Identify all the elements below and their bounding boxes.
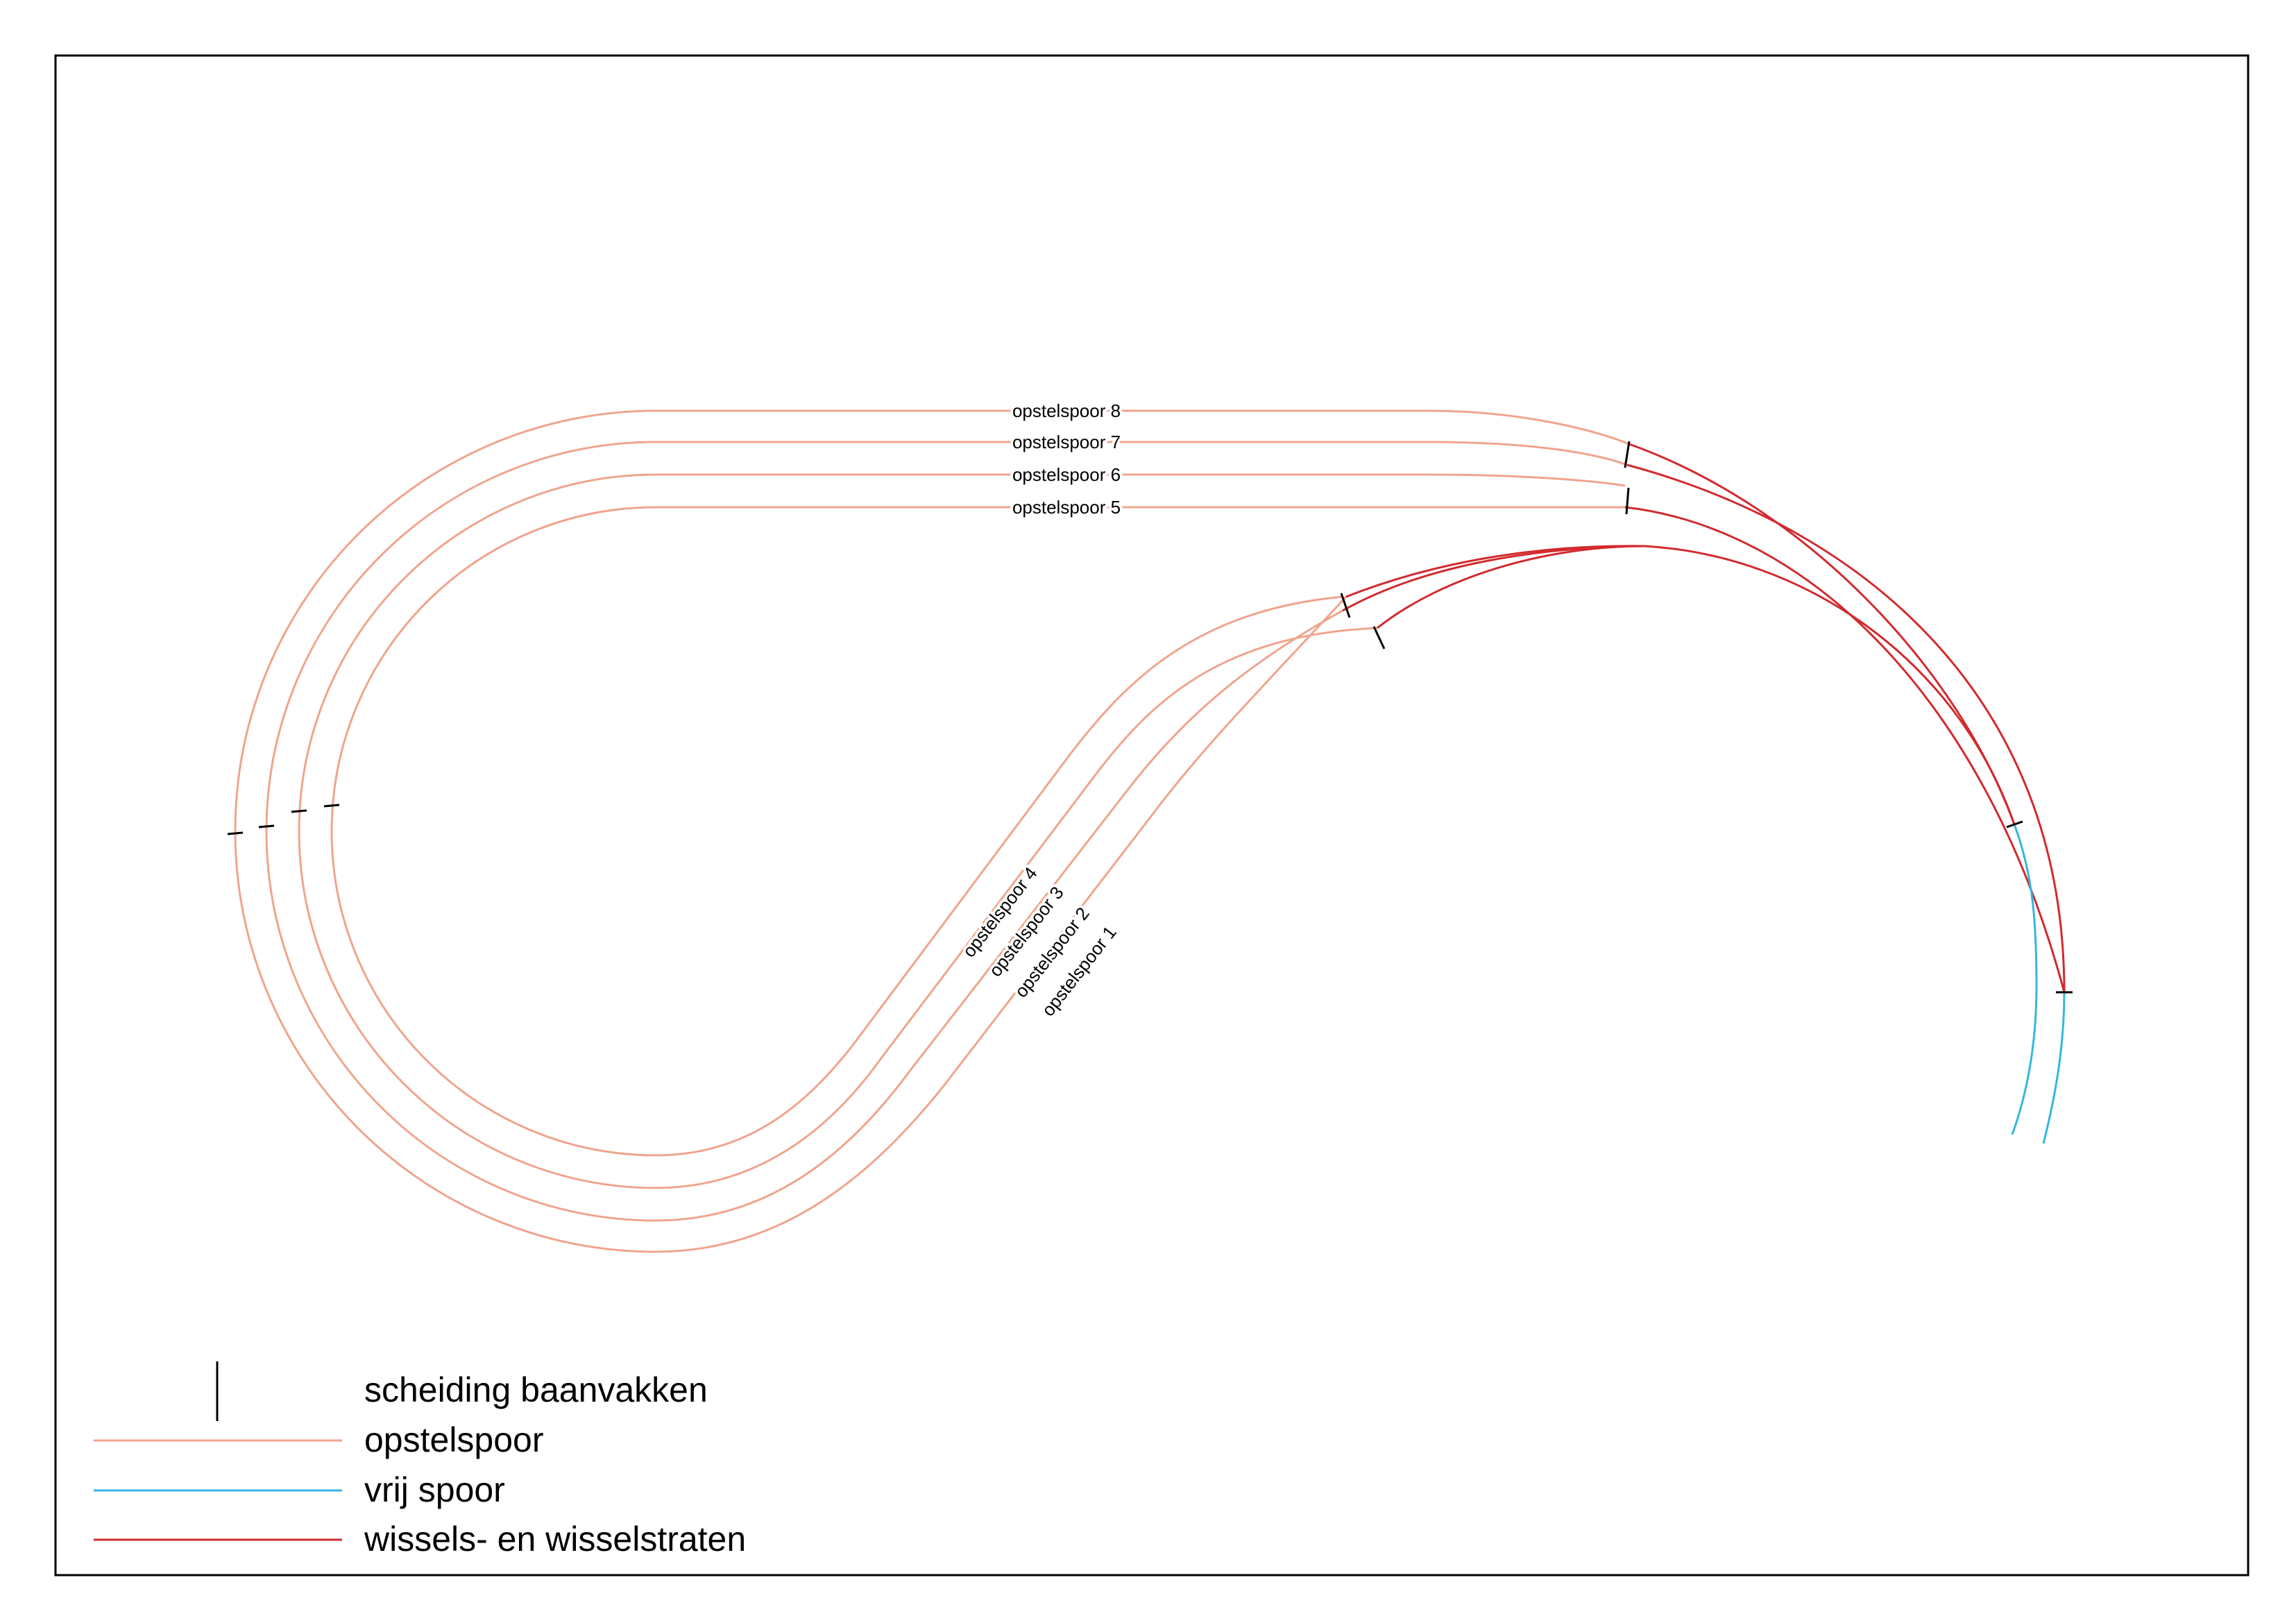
free-track-2 [2042, 992, 2066, 1144]
track-opstelspoor-8 [234, 409, 1630, 1253]
separator-top-1 [1624, 441, 1631, 468]
separator-left-1 [227, 831, 244, 835]
separators-group [227, 441, 2073, 994]
label-opstelspoor-8: opstelspoor 8 [1012, 400, 1121, 421]
free-track-1 [2011, 824, 2038, 1135]
legend-label-wissels: wissels- en wisselstraten [364, 1520, 746, 1558]
separator-left-2 [258, 824, 275, 829]
switch-route-d [1345, 545, 2016, 825]
switch-route-c [1629, 443, 2016, 825]
switch-route-e [1377, 545, 1645, 629]
legend-label-scheiding: scheiding baanvakken [364, 1370, 708, 1409]
drawing-frame [54, 54, 2250, 1577]
track-opstelspoor-7 [265, 441, 1628, 1222]
label-opstelspoor-6: opstelspoor 6 [1012, 464, 1121, 485]
vrij-spoor-group [2011, 824, 2066, 1144]
switch-route-f [1342, 545, 1645, 612]
separator-left-3 [291, 809, 307, 813]
switch-route-b [1624, 506, 2066, 993]
separator-right-1 [2006, 820, 2023, 829]
legend-label-vrij-spoor: vrij spoor [364, 1470, 505, 1509]
label-opstelspoor-5: opstelspoor 5 [1012, 497, 1121, 518]
label-opstelspoor-7: opstelspoor 7 [1012, 432, 1121, 452]
track-opstelspoor-5 [330, 506, 1625, 1157]
separator-top-2 [1625, 487, 1630, 515]
legend: scheiding baanvakken opstelspoor vrij sp… [94, 1361, 746, 1558]
opstelsporen-group [234, 409, 1630, 1253]
separator-left-4 [323, 804, 340, 808]
track-labels-group: opstelspoor 8 opstelspoor 7 opstelspoor … [955, 398, 1123, 1023]
track-opstelspoor-6 [298, 473, 1626, 1189]
separator-mid-1 [1340, 593, 1351, 618]
switch-route-a [1626, 464, 2066, 993]
separator-mid-2 [1372, 626, 1386, 649]
legend-label-opstelspoor: opstelspoor [364, 1420, 544, 1459]
wissels-group [1342, 443, 2066, 993]
